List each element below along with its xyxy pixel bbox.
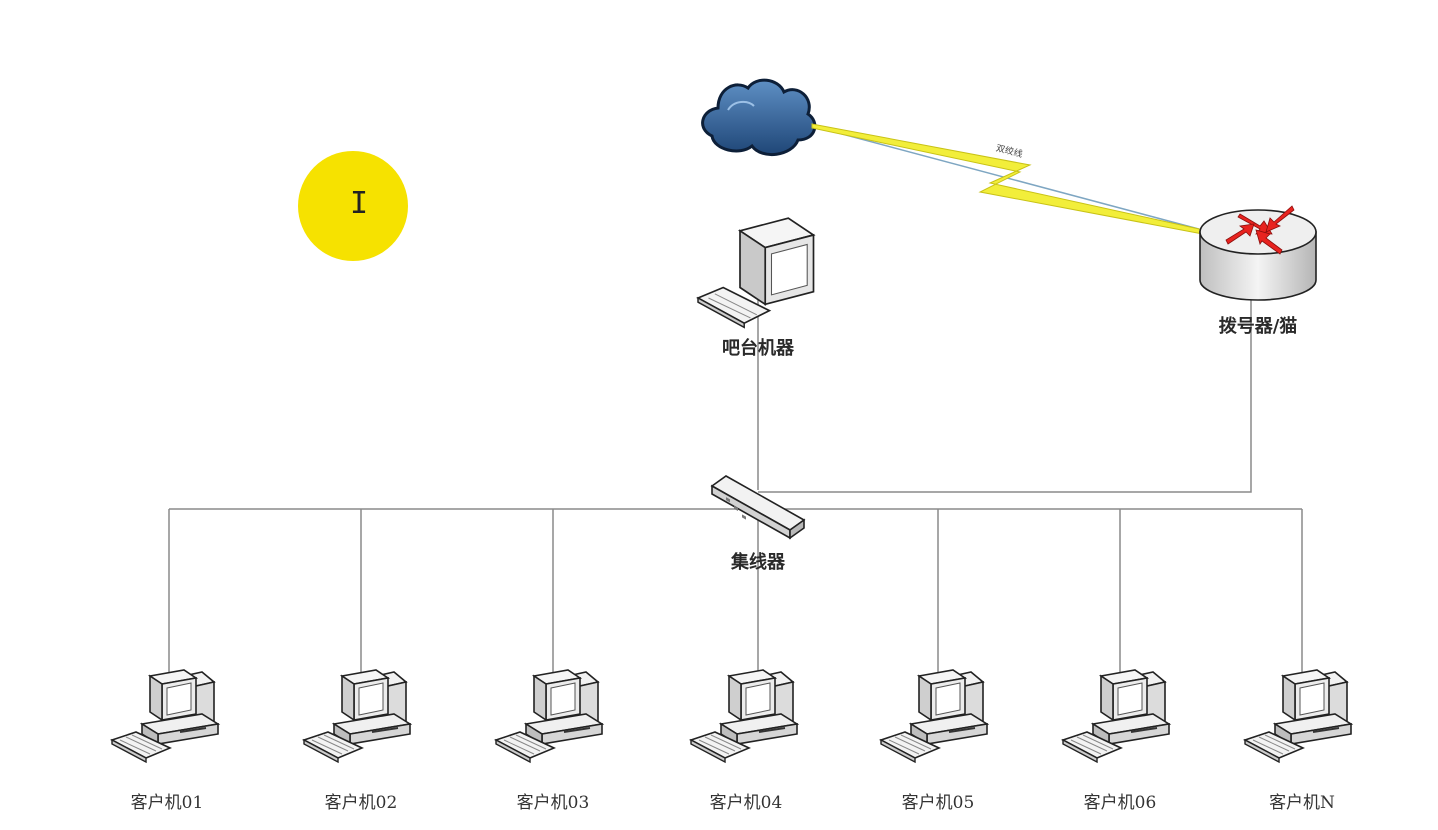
client-pc-icon-06 [1062, 669, 1170, 763]
cloud-icon [701, 78, 817, 157]
hub-icon [710, 475, 806, 540]
router-icon [1199, 205, 1317, 301]
client-pc-icon-03 [495, 669, 603, 763]
twisted-pair-link [811, 123, 1246, 243]
client-label-03: 客户机03 [516, 793, 590, 813]
client-label-06: 客户机06 [1083, 793, 1157, 813]
cursor-highlight: I [298, 151, 408, 261]
client-pc-icon-01 [111, 669, 219, 763]
client-pc-icon-n [1244, 669, 1352, 763]
hub-label: 集线器 [731, 552, 785, 573]
bar-machine-pc-icon [696, 217, 816, 329]
client-label-05: 客户机05 [901, 793, 975, 813]
client-label-n: 客户机N [1269, 793, 1335, 813]
bar-machine-label: 吧台机器 [722, 338, 794, 359]
client-pc-icon-04 [690, 669, 798, 763]
client-label-02: 客户机02 [324, 793, 398, 813]
client-pc-icon-05 [880, 669, 988, 763]
modem-label: 拨号器/猫 [1218, 316, 1298, 337]
client-label-01: 客户机01 [130, 793, 204, 813]
text-cursor-icon: I [350, 186, 369, 221]
client-pc-icon-02 [303, 669, 411, 763]
client-label-04: 客户机04 [709, 793, 783, 813]
